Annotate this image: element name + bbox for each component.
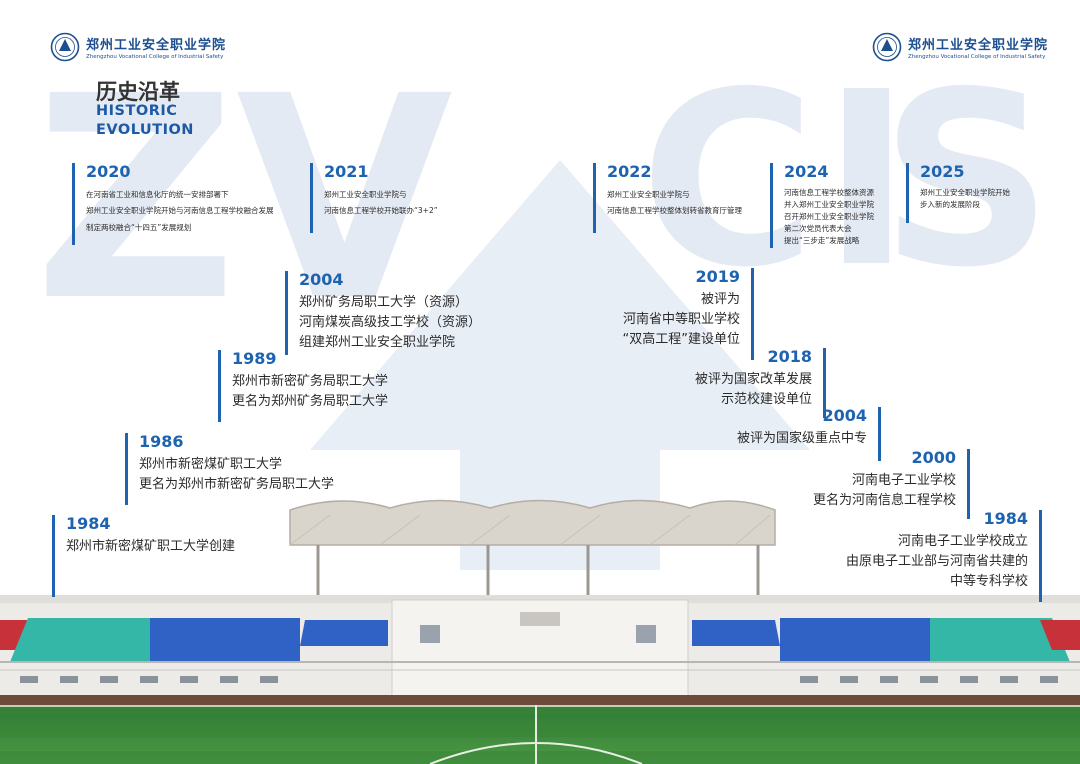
- entry-line: 河南信息工程学校开始联办“3+2”: [324, 206, 438, 216]
- timeline-entry-2019: 2019 被评为 河南省中等职业学校 “双高工程”建设单位: [580, 268, 754, 360]
- timeline-entry-2020: 2020 在河南省工业和信息化厅的统一安排部署下 郑州工业安全职业学院开始与河南…: [72, 163, 274, 245]
- timeline-entry-2021: 2021 郑州工业安全职业学院与 河南信息工程学校开始联办“3+2”: [310, 163, 438, 233]
- entry-line: 河南信息工程学校整体资源: [784, 187, 874, 197]
- entry-line: 制定两校融合“十四五”发展规划: [86, 222, 192, 232]
- entry-line: 由原电子工业部与河南省共建的: [845, 553, 1028, 569]
- timeline-entry-2018: 2018 被评为国家改革发展 示范校建设单位: [640, 348, 826, 418]
- timeline-entry-1984-left: 1984 郑州市新密煤矿职工大学创建: [52, 515, 235, 597]
- timeline-entry-1989: 1989 郑州市新密矿务局职工大学 更名为郑州矿务局职工大学: [218, 350, 388, 422]
- entry-year: 1989: [232, 349, 277, 368]
- watermark-letter-z: Z: [34, 37, 238, 363]
- entry-year: 1984: [983, 509, 1028, 528]
- entry-year: 2004: [822, 406, 867, 425]
- entry-year: 2004: [299, 270, 344, 289]
- entry-line: 被评为国家级重点中专: [736, 430, 867, 446]
- entry-line: 第二次党员代表大会: [784, 223, 852, 233]
- entry-line: 召开郑州工业安全职业学院: [784, 211, 874, 221]
- logo-name-en: Zhengzhou Vocational College of Industri…: [908, 54, 1046, 60]
- entry-line: 被评为: [700, 291, 740, 307]
- watermark-letter-c: C: [640, 40, 817, 320]
- school-logo-right: 郑州工业安全职业学院 Zhengzhou Vocational College …: [872, 30, 1048, 64]
- timeline-entry-2024: 2024 河南信息工程学校整体资源 并入郑州工业安全职业学院 召开郑州工业安全职…: [770, 163, 874, 248]
- entry-line: 提出“三步走”发展战略: [784, 235, 860, 245]
- timeline-entry-1984-right: 1984 河南电子工业学校成立 由原电子工业部与河南省共建的 中等专科学校: [780, 510, 1042, 602]
- seating-left: [0, 618, 388, 662]
- entry-line: 郑州市新密矿务局职工大学: [232, 373, 389, 389]
- entry-year: 2021: [324, 162, 369, 181]
- timeline-entry-2022: 2022 郑州工业安全职业学院与 河南信息工程学校整体划转省教育厅管理: [593, 163, 742, 233]
- entry-year: 2020: [86, 162, 131, 181]
- timeline-entry-2000: 2000 河南电子工业学校 更名为河南信息工程学校: [760, 449, 970, 519]
- entry-line: 河南省中等职业学校: [622, 311, 740, 327]
- school-logo-left: 郑州工业安全职业学院 Zhengzhou Vocational College …: [50, 30, 226, 64]
- entry-line: 郑州工业安全职业学院开始与河南信息工程学校融合发展: [86, 206, 274, 216]
- entry-line: 并入郑州工业安全职业学院: [784, 199, 874, 209]
- entry-line: 河南煤炭高级技工学校（资源）: [299, 314, 482, 330]
- watermark-arrow-icon: [310, 160, 810, 570]
- entry-line: “双高工程”建设单位: [622, 331, 740, 347]
- entry-year: 2018: [767, 347, 812, 366]
- entry-year: 2000: [911, 448, 956, 467]
- watermark-letter-i: I: [822, 40, 912, 320]
- title-en-line-2: EVOLUTION: [96, 122, 194, 138]
- entry-year: 1986: [139, 432, 184, 451]
- entry-line: 更名为郑州市新密矿务局职工大学: [139, 476, 335, 492]
- entry-line: 组建郑州工业安全职业学院: [299, 334, 456, 350]
- page-title-en: HISTORIC EVOLUTION: [96, 102, 194, 140]
- entry-line: 河南电子工业学校: [851, 472, 956, 488]
- entry-line: 郑州工业安全职业学院与: [607, 189, 690, 199]
- entry-year: 1984: [66, 514, 111, 533]
- entry-line: 郑州工业安全职业学院与: [324, 189, 407, 199]
- page-title-cn: 历史沿革: [96, 80, 180, 104]
- school-emblem-icon: [50, 32, 80, 62]
- school-emblem-icon: [872, 32, 902, 62]
- entry-line: 郑州工业安全职业学院开始: [920, 187, 1010, 197]
- entry-line: 示范校建设单位: [720, 391, 812, 407]
- logo-name-cn: 郑州工业安全职业学院: [86, 38, 227, 53]
- entry-line: 被评为国家改革发展: [694, 371, 812, 387]
- seating-right: [692, 618, 1080, 662]
- logo-name-en: Zhengzhou Vocational College of Industri…: [86, 54, 224, 60]
- entry-line: 更名为郑州矿务局职工大学: [232, 393, 389, 409]
- entry-line: 河南电子工业学校成立: [897, 533, 1028, 549]
- entry-line: 郑州市新密煤矿职工大学创建: [66, 538, 236, 554]
- entry-line: 郑州市新密煤矿职工大学: [139, 456, 283, 472]
- entry-year: 2022: [607, 162, 652, 181]
- timeline-entry-1986: 1986 郑州市新密煤矿职工大学 更名为郑州市新密矿务局职工大学: [125, 433, 334, 505]
- entry-line: 步入新的发展阶段: [920, 199, 980, 209]
- timeline-entry-2004-left: 2004 郑州矿务局职工大学（资源） 河南煤炭高级技工学校（资源） 组建郑州工业…: [285, 271, 481, 355]
- title-en-line-1: HISTORIC: [96, 103, 178, 119]
- entry-year: 2019: [695, 267, 740, 286]
- entry-year: 2025: [920, 162, 965, 181]
- entry-line: 更名为河南信息工程学校: [812, 492, 956, 508]
- entry-line: 河南信息工程学校整体划转省教育厅管理: [607, 206, 742, 216]
- timeline-entry-2025: 2025 郑州工业安全职业学院开始 步入新的发展阶段: [906, 163, 1010, 223]
- entry-line: 在河南省工业和信息化厅的统一安排部署下: [86, 189, 229, 199]
- entry-year: 2024: [784, 162, 829, 181]
- entry-line: 中等专科学校: [949, 573, 1028, 589]
- watermark-letter-v: V: [236, 37, 453, 363]
- entry-line: 郑州矿务局职工大学（资源）: [299, 294, 469, 310]
- logo-name-cn: 郑州工业安全职业学院: [908, 38, 1049, 53]
- timeline-entry-2004-right: 2004 被评为国家级重点中专: [700, 407, 881, 461]
